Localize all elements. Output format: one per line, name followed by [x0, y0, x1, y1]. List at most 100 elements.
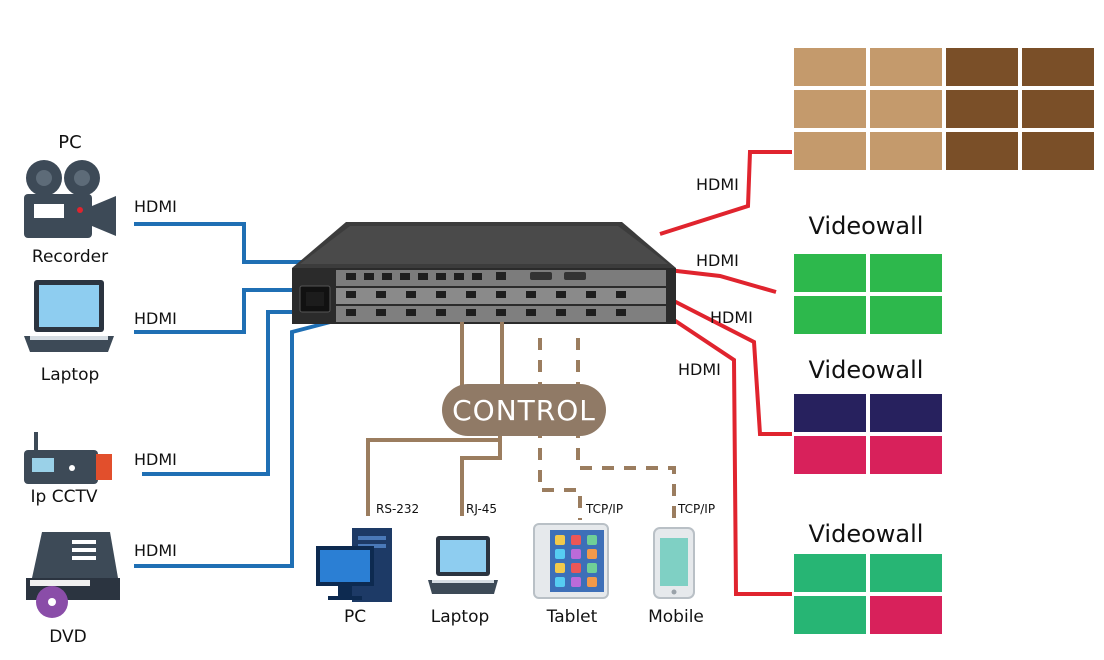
- videowall-1: [794, 48, 1094, 170]
- hdmi-port: [376, 309, 386, 316]
- dvd-cable-label: HDMI: [134, 541, 177, 560]
- app-tile: [587, 535, 597, 545]
- app-tile: [571, 577, 581, 587]
- videowall-4-title: Videowall: [809, 520, 924, 548]
- output-cable-1-label: HDMI: [696, 175, 739, 194]
- hdmi-port: [406, 309, 416, 316]
- control-box: CONTROL: [442, 384, 606, 436]
- output-cable-2-label: HDMI: [696, 251, 739, 270]
- output-cable-1: [659, 150, 792, 236]
- app-tile: [587, 563, 597, 573]
- app-tile: [555, 549, 565, 559]
- output-cable-2: [667, 268, 777, 294]
- videowall-4: Videowall: [794, 520, 942, 634]
- laptop-input-device: Laptop HDMI: [24, 280, 177, 385]
- control-pc-label: PC: [344, 607, 366, 627]
- hdmi-port: [616, 309, 626, 316]
- control-laptop-device: Laptop: [428, 536, 498, 627]
- cctv-device: Ip CCTV HDMI: [24, 432, 177, 507]
- app-tile: [571, 549, 581, 559]
- hdmi-port: [616, 291, 626, 298]
- laptop-icon: [24, 280, 114, 352]
- hdmi-port: [346, 291, 356, 298]
- desktop-pc-icon: [316, 528, 392, 602]
- input-cable-recorder: [134, 222, 305, 264]
- output-cable-4: [666, 314, 792, 596]
- output-cables: [659, 150, 792, 596]
- recorder-label: Recorder: [32, 247, 108, 267]
- hdmi-port: [466, 309, 476, 316]
- input-cable-dvd: [134, 318, 339, 568]
- control-pc-device: PC: [316, 528, 392, 627]
- laptop-cable-label: HDMI: [134, 309, 177, 328]
- hdmi-port: [526, 309, 536, 316]
- hdmi-port: [496, 309, 506, 316]
- cctv-label: Ip CCTV: [31, 487, 98, 507]
- app-tile: [587, 577, 597, 587]
- hdmi-port: [526, 291, 536, 298]
- hdmi-port: [346, 273, 356, 280]
- hdmi-port: [436, 291, 446, 298]
- videowall-3-title: Videowall: [809, 356, 924, 384]
- app-tile: [555, 563, 565, 573]
- hdmi-port: [400, 273, 410, 280]
- input-cable-cctv: [142, 310, 305, 476]
- hdmi-port: [454, 273, 464, 280]
- tablet-icon: [533, 523, 609, 599]
- videowall-2: Videowall: [794, 212, 942, 334]
- hdmi-port: [376, 291, 386, 298]
- dvd-label: DVD: [49, 627, 87, 647]
- hdmi-port: [556, 291, 566, 298]
- rs232-label: RS-232: [376, 502, 419, 516]
- app-tile: [587, 549, 597, 559]
- app-tile: [571, 535, 581, 545]
- hdmi-port: [406, 291, 416, 298]
- hdmi-port: [382, 273, 392, 280]
- control-line-rj45: [460, 432, 502, 516]
- output-cable-4-label: HDMI: [678, 360, 721, 379]
- control-mobile-label: Mobile: [648, 607, 704, 627]
- app-tile: [555, 535, 565, 545]
- control-laptop-label: Laptop: [431, 607, 490, 627]
- control-tablet-label: Tablet: [546, 607, 598, 627]
- control-mobile-device: Mobile: [648, 527, 704, 627]
- videowall-2-title: Videowall: [809, 212, 924, 240]
- dvd-device: DVD HDMI: [26, 532, 177, 647]
- hdmi-port: [436, 309, 446, 316]
- mobile-phone-icon: [653, 527, 695, 599]
- hdmi-port: [556, 309, 566, 316]
- laptop-icon: [428, 536, 498, 594]
- hdmi-port: [496, 291, 506, 298]
- recorder-cable-label: HDMI: [134, 197, 177, 216]
- video-camera-icon: [24, 160, 116, 238]
- recorder-device: PC Recorder HDMI: [24, 132, 177, 267]
- cctv-cable-label: HDMI: [134, 450, 177, 469]
- tcpip-label-2: TCP/IP: [677, 502, 715, 516]
- input-cables: [134, 222, 339, 568]
- hdmi-port: [586, 309, 596, 316]
- hdmi-port: [436, 273, 446, 280]
- hdmi-port: [346, 309, 356, 316]
- output-cable-3-label: HDMI: [710, 308, 753, 327]
- tcpip-label-1: TCP/IP: [585, 502, 623, 516]
- hdmi-port: [418, 273, 428, 280]
- hdmi-port: [586, 291, 596, 298]
- dvd-player-icon: [26, 532, 120, 618]
- app-tile: [555, 577, 565, 587]
- ip-camera-icon: [24, 432, 112, 484]
- device-ports: [346, 273, 626, 316]
- app-tile: [571, 563, 581, 573]
- rj45-label: RJ-45: [466, 502, 497, 516]
- recorder-title: PC: [58, 132, 81, 153]
- input-cable-laptop: [134, 288, 305, 334]
- control-tablet-device: Tablet: [533, 523, 609, 627]
- output-cable-3: [667, 296, 792, 436]
- control-line-tcpip-mobile: [576, 338, 676, 520]
- hdmi-port: [364, 273, 374, 280]
- matrix-switcher-device: [292, 222, 676, 324]
- laptop-input-label: Laptop: [41, 365, 100, 385]
- control-label: CONTROL: [452, 394, 596, 427]
- hdmi-port: [472, 273, 482, 280]
- videowall-3: Videowall: [794, 356, 942, 474]
